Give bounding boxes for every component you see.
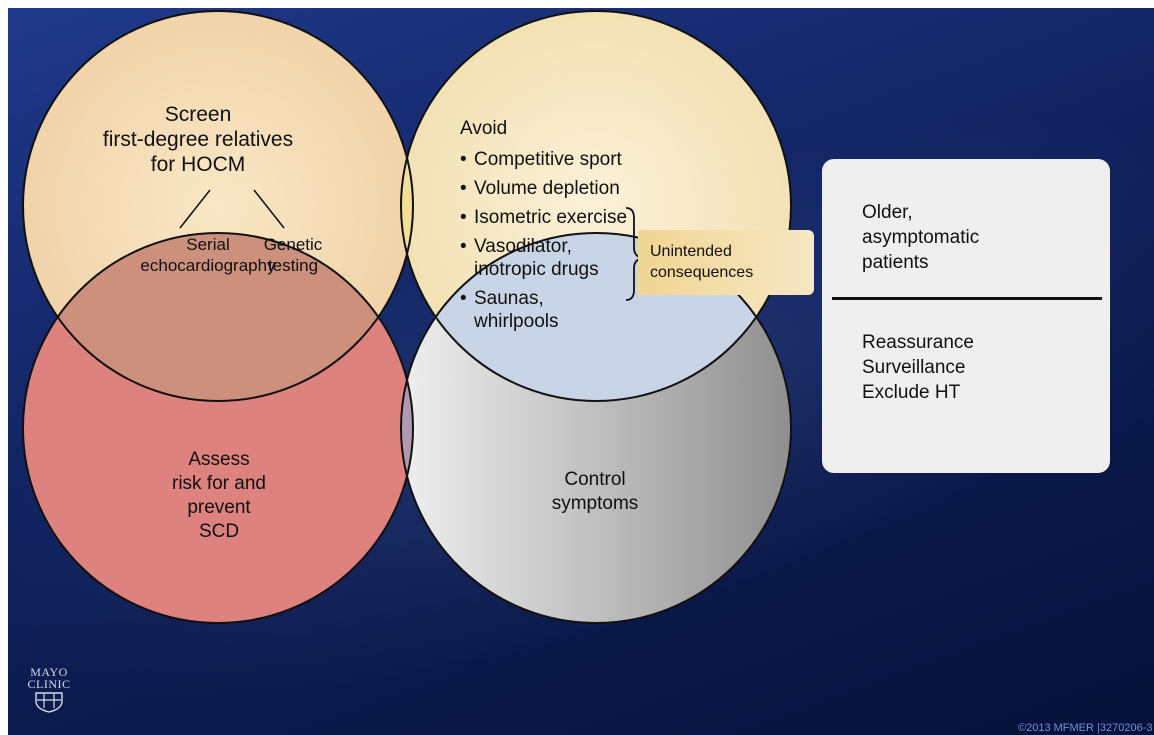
avoid-item: Saunas,whirlpools <box>460 287 627 333</box>
slide-canvas: Screen first-degree relatives for HOCM S… <box>8 8 1154 735</box>
control-symptoms-label: Control symptoms <box>551 469 639 514</box>
unintended-consequences-label: Unintended consequences <box>650 243 754 281</box>
avoid-item: Vasodilator,inotropic drugs <box>460 235 627 281</box>
avoid-title: Avoid <box>460 118 508 139</box>
branch-line-right <box>253 189 285 229</box>
action-item: Exclude HT <box>862 382 961 403</box>
action-item: Reassurance <box>862 332 974 353</box>
shield-icon <box>35 692 63 713</box>
unintended-consequences-callout <box>638 230 814 295</box>
genetic-testing-label: Genetic testing <box>263 235 323 275</box>
avoid-item: Isometric exercise <box>460 206 627 229</box>
avoid-list: Competitive sport Volume depletion Isome… <box>460 148 627 339</box>
copyright-notice: ©2013 MFMER |3270206-3 <box>1018 722 1153 734</box>
patient-group-heading: Older, asymptomatic patients <box>862 202 980 273</box>
screen-title: Screen first-degree relatives for HOCM <box>102 103 294 176</box>
patient-group-actions: Reassurance Surveillance Exclude HT <box>862 330 974 405</box>
serial-echo-label: Serial echocardiography <box>140 235 276 275</box>
scd-label: Assess risk for and prevent SCD <box>172 449 266 542</box>
action-item: Surveillance <box>862 357 966 378</box>
lens-screen-scd <box>23 233 413 401</box>
mayo-clinic-logo: MAYO CLINIC <box>23 666 75 713</box>
patient-group-divider <box>832 297 1102 300</box>
avoid-item: Volume depletion <box>460 177 627 200</box>
branch-line-left <box>179 189 211 229</box>
avoid-item: Competitive sport <box>460 148 627 171</box>
patient-group-box <box>822 159 1110 473</box>
